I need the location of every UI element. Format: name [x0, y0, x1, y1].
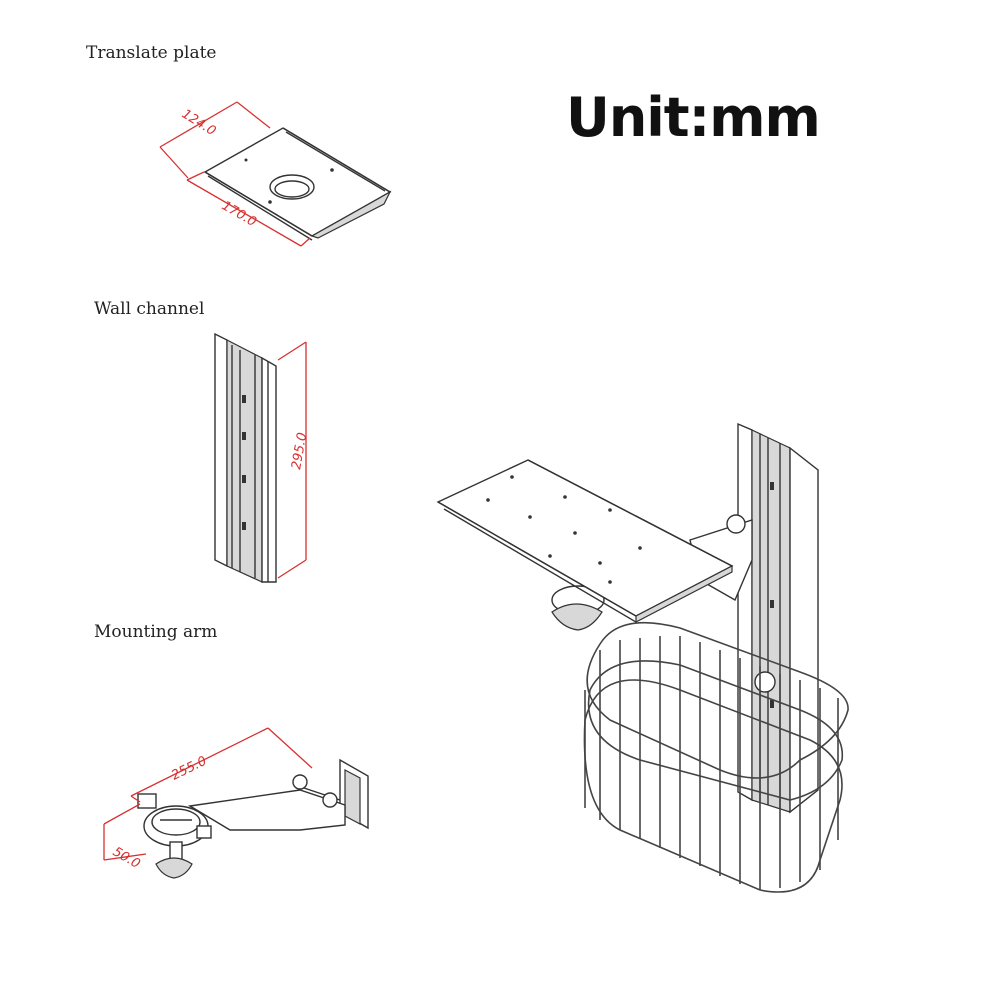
mounting-arm-drawing — [103, 727, 369, 879]
arm-diameter-dim: 50.0 — [110, 844, 143, 871]
translate-plate-drawing — [159, 101, 392, 247]
plate-depth-dim: 124.0 — [179, 107, 219, 139]
channel-height-dim: 295.0 — [289, 431, 310, 470]
wall-channel-drawing — [214, 332, 307, 583]
wall-channel-label: Wall channel — [94, 299, 205, 319]
assembly-drawing — [436, 422, 849, 893]
translate-plate-label: Translate plate — [86, 43, 217, 63]
arm-length-dim: 255.0 — [169, 754, 209, 784]
mounting-arm-label: Mounting arm — [94, 622, 218, 642]
unit-label: Unit:mm — [566, 86, 821, 149]
